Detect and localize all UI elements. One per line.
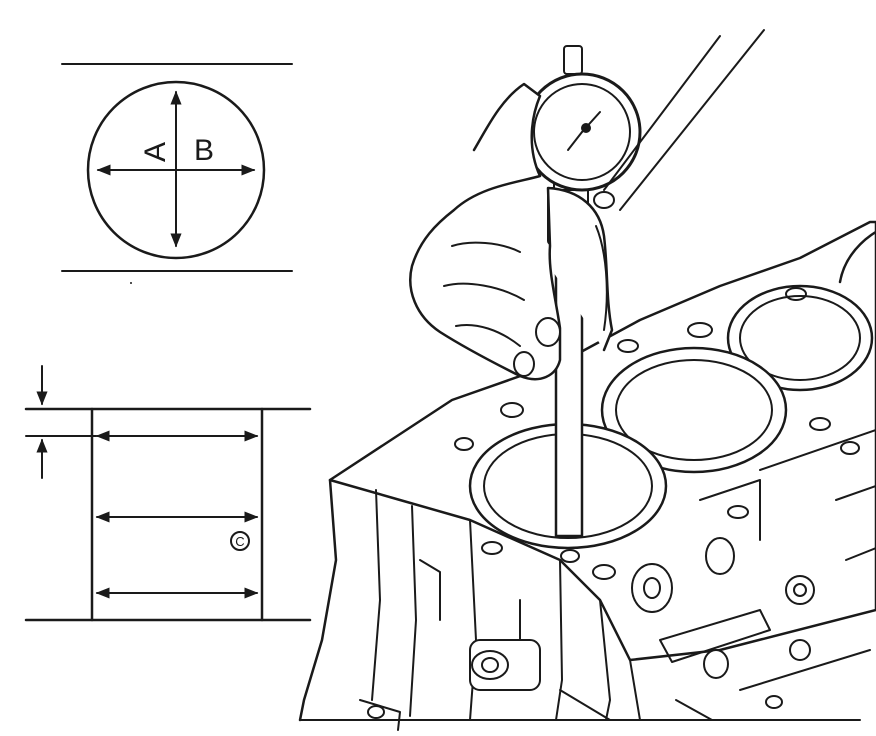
gauge-locknut <box>593 191 615 209</box>
dial-needle-lower <box>567 131 583 151</box>
engine-block-icon <box>298 220 876 731</box>
thumb-nail <box>535 317 561 347</box>
finger-3 <box>455 324 521 347</box>
block-rib-1 <box>371 489 381 701</box>
label-b: B <box>194 134 214 167</box>
head-bolt-holes <box>454 287 860 580</box>
dial-pivot <box>581 123 591 133</box>
palm-edge <box>595 225 608 331</box>
cylinder-bore-2-inner <box>615 359 773 461</box>
block-rib-2 <box>409 505 417 717</box>
block-bosses <box>359 429 876 731</box>
finger-1 <box>451 241 521 253</box>
finger-nail <box>513 351 535 377</box>
hand-icon <box>409 29 765 381</box>
bore-side-view: C <box>24 365 312 622</box>
bore-top-view: A B <box>61 63 293 272</box>
cylinder-bore-3-outer <box>726 284 874 392</box>
cylinder-bore-2-outer <box>600 346 788 474</box>
dial-plunger <box>563 45 583 75</box>
cylinder-bore-4-partial <box>838 230 876 284</box>
hand-outline <box>409 82 614 381</box>
label-c-circle <box>230 531 250 551</box>
label-c: C <box>235 534 244 549</box>
speck <box>130 282 132 284</box>
arm-line-2 <box>603 35 721 191</box>
arm-line-1 <box>619 29 765 211</box>
bore-circle <box>86 80 266 260</box>
block-rib-5 <box>599 599 611 721</box>
cylinder-bore-3-inner <box>739 295 861 381</box>
block-rib-4 <box>555 559 563 721</box>
block-rib-3 <box>469 519 477 721</box>
block-front-edge <box>298 478 338 722</box>
dial-face <box>533 83 631 181</box>
label-a: A <box>139 142 172 162</box>
block-rib-6 <box>629 659 641 721</box>
finger-2 <box>443 282 525 301</box>
